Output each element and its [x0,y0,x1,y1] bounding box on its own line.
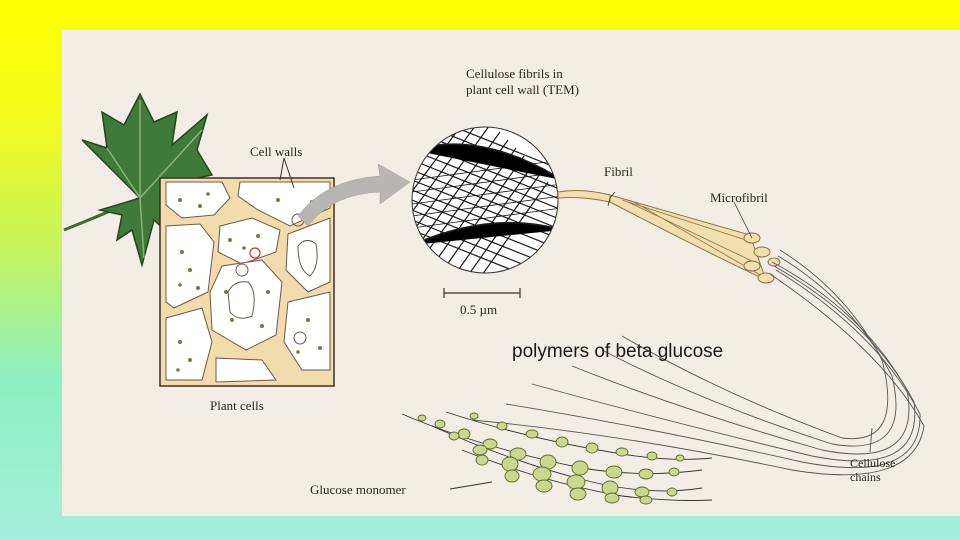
tem-micrograph [398,106,562,292]
glucose-monomer-label: Glucose monomer [310,482,406,497]
plant-cells-box [160,158,334,386]
fibril-label: Fibril [604,164,633,179]
glucose-monomer-pointer [450,482,492,489]
figure-panel: Cell walls Plant cells Cellulose fibrils… [62,30,960,516]
diagram-caption: polymers of beta glucose [512,341,723,363]
scale-bar-label: 0.5 µm [460,302,497,317]
plant-cells-label: Plant cells [210,398,264,413]
cellulose-diagram [62,30,960,516]
scale-bar [444,288,520,298]
tem-title: Cellulose fibrils in plant cell wall (TE… [466,66,579,98]
glucose-chains [402,412,712,504]
cell-walls-label: Cell walls [250,144,302,159]
cellulose-chains-label: Cellulose chains [850,456,895,484]
microfibril-label: Microfibril [710,190,768,205]
